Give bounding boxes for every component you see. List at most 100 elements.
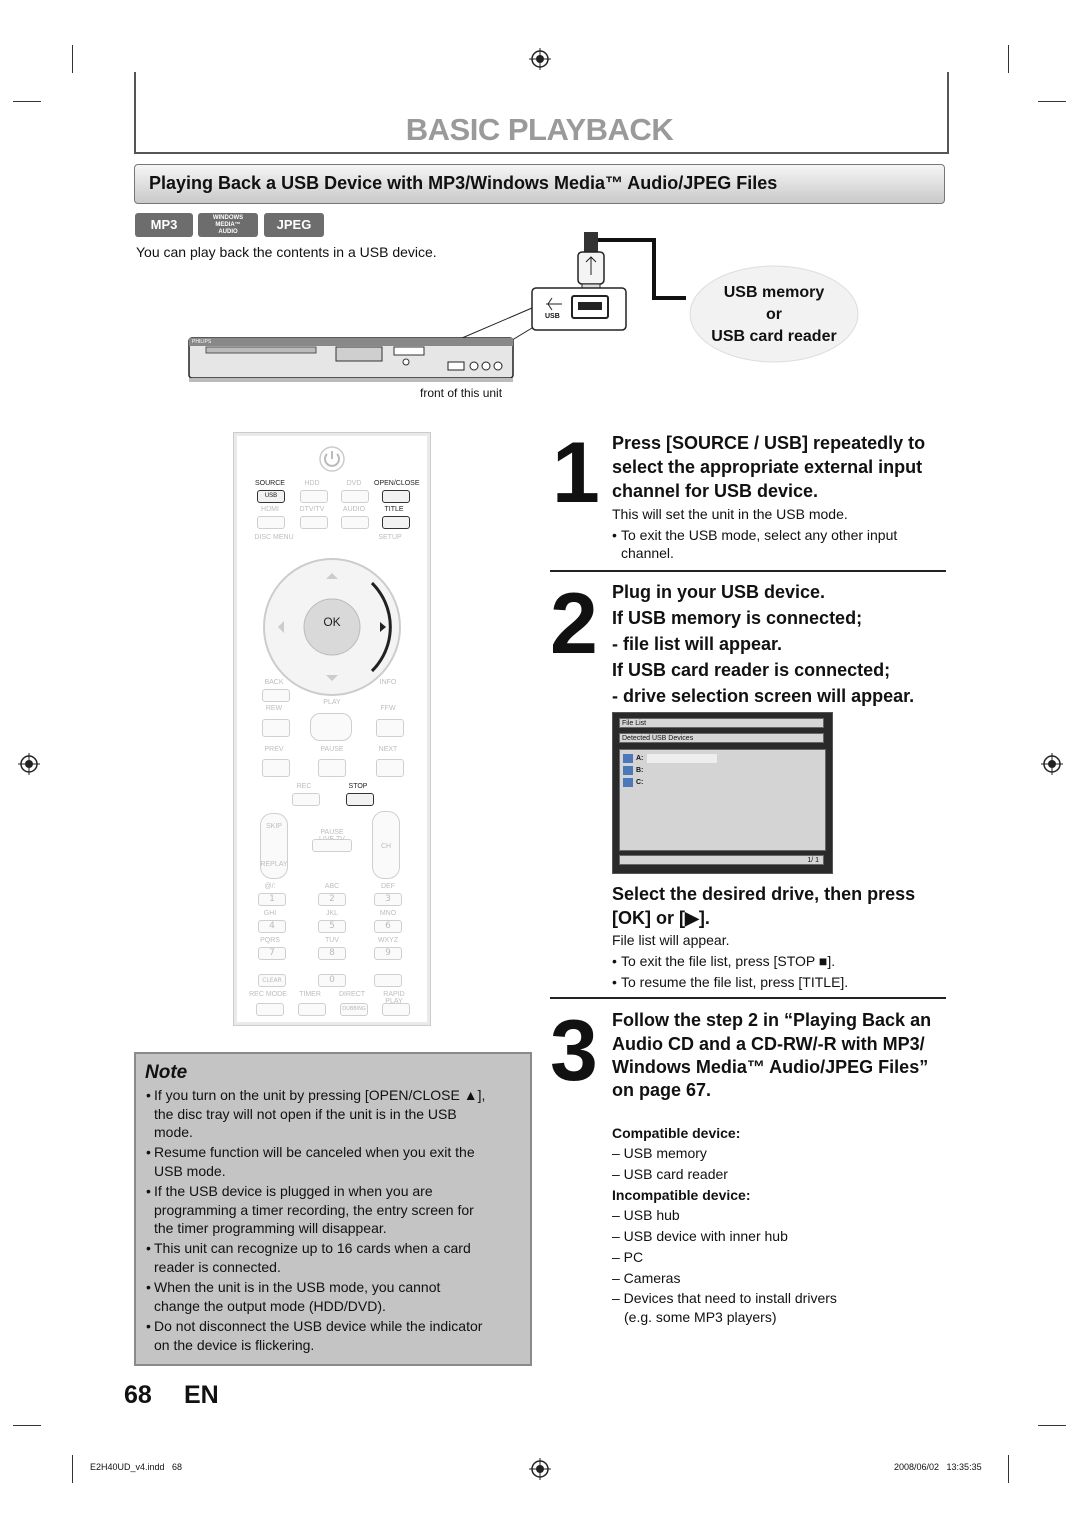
dot-button: [374, 974, 402, 987]
section-banner: Playing Back a USB Device with MP3/Windo…: [134, 164, 945, 204]
number-key: 2: [318, 893, 346, 906]
note-line: If the USB device is plugged in when you…: [154, 1183, 433, 1199]
dubbing-button: DUBBING: [340, 1003, 368, 1016]
drive-label: B:: [636, 767, 644, 774]
drive-label: A:: [636, 755, 644, 762]
note-bullet: •: [146, 1144, 151, 1160]
rec-mode-button: [256, 1003, 284, 1016]
open-close-button: [382, 490, 410, 503]
drive-selection-screen: File List Detected USB Devices A: B: C: …: [612, 712, 833, 874]
remote-rec-mode-label: REC MODE: [249, 991, 287, 998]
note-box: [134, 1052, 532, 1366]
channel-button: [372, 811, 400, 879]
wma-badge-line: WINDOWS: [212, 215, 244, 221]
note-line: change the output mode (HDD/DVD).: [154, 1297, 386, 1314]
step-2-bullet-text: To exit the file list, press [STOP ■].: [621, 953, 836, 969]
remote-key-label: PQRS: [260, 937, 280, 944]
audio-button: [341, 516, 369, 529]
registration-mark-icon: [18, 753, 40, 775]
crop-mark: [1008, 1455, 1009, 1483]
step-3-heading: Windows Media™ Audio/JPEG Files”: [612, 1057, 929, 1077]
remote-key-label: DEF: [381, 883, 395, 890]
skip-replay-button: [260, 813, 288, 879]
remote-dvd-label: DVD: [346, 480, 362, 487]
drive-item: B:: [623, 766, 717, 776]
number-key: 3: [374, 893, 402, 906]
note-line: on the device is flickering.: [154, 1336, 315, 1353]
wma-badge-line: MEDIA™: [215, 222, 241, 228]
compatible-title: Compatible device:: [612, 1125, 741, 1141]
rec-button: [292, 793, 320, 806]
step-3-heading: Follow the step 2 in “Playing Back an: [612, 1010, 932, 1030]
ffw-button: [376, 719, 404, 737]
note-bullet: •: [146, 1240, 151, 1256]
step-3-heading: Audio CD and a CD-RW/-R with MP3/: [612, 1034, 925, 1054]
remote-timer-label: TIMER: [299, 991, 321, 998]
number-key: 5: [318, 920, 346, 933]
remote-rew-label: REW: [265, 705, 283, 712]
source-usb-button: USB: [257, 490, 285, 503]
remote-key-label: GHI: [263, 910, 277, 917]
incompatible-item: – USB device with inner hub: [612, 1228, 788, 1244]
number-key: 1: [258, 893, 286, 906]
crop-mark: [1008, 45, 1009, 73]
rapid-play-button: [382, 1003, 410, 1016]
incompatible-item: – PC: [612, 1249, 644, 1265]
wma-badge-line: AUDIO: [218, 229, 238, 235]
compatible-item: – USB card reader: [612, 1166, 728, 1182]
number-key: 6: [374, 920, 402, 933]
remote-replay-label: REPLAY: [260, 861, 288, 868]
stop-button: [346, 793, 374, 806]
remote-key-label: JKL: [325, 910, 339, 917]
remote-ch-label: CH: [380, 843, 392, 850]
registration-mark-icon: [529, 1458, 551, 1480]
rew-button: [262, 719, 290, 737]
clear-button: CLEAR: [258, 974, 286, 987]
incompatible-item: – Devices that need to install drivers: [612, 1290, 837, 1306]
step-2-heading: - file list will appear.: [612, 634, 783, 654]
step-2-heading: Plug in your USB device.: [612, 582, 826, 602]
remote-ok-label: OK: [323, 615, 341, 629]
note-item: • If the USB device is plugged in when y…: [146, 1182, 522, 1238]
drive-icon: [623, 754, 633, 763]
note-bullet: •: [146, 1087, 151, 1103]
step-separator: [550, 997, 946, 999]
note-bullet: •: [146, 1183, 151, 1199]
step-2-text: File list will appear.: [612, 932, 730, 948]
next-button: [376, 759, 404, 777]
note-item: • Resume function will be canceled when …: [146, 1143, 522, 1180]
jpeg-badge: JPEG: [264, 213, 324, 237]
remote-key-label: ABC: [324, 883, 340, 890]
incompatible-item-extra: (e.g. some MP3 players): [624, 1309, 777, 1325]
title-button: [382, 516, 410, 529]
note-line: USB mode.: [154, 1162, 226, 1179]
note-title: Note: [145, 1062, 188, 1083]
drive-item: C:: [623, 778, 717, 788]
note-line: If you turn on the unit by pressing [OPE…: [154, 1087, 486, 1103]
remote-title-label: TITLE: [384, 506, 404, 513]
remote-rec-label: REC: [296, 783, 312, 790]
remote-key-label: WXYZ: [377, 937, 399, 944]
drive-highlight: [647, 754, 717, 763]
step-2-heading: If USB card reader is connected;: [612, 660, 891, 680]
drive-icon: [623, 766, 633, 775]
note-line: When the unit is in the USB mode, you ca…: [154, 1279, 441, 1295]
remote-skip-label: SKIP: [266, 823, 282, 830]
crop-mark: [13, 101, 41, 102]
note-line: the timer programming will disappear.: [154, 1220, 387, 1236]
remote-key-label: @/:: [264, 883, 276, 890]
remote-ffw-label: FFW: [380, 705, 396, 712]
page-title: BASIC PLAYBACK: [405, 112, 674, 147]
registration-mark-icon: [529, 48, 551, 70]
screen-subtitle-bar: Detected USB Devices: [619, 733, 824, 743]
footer-date: 2008/06/02 13:35:35: [894, 1462, 982, 1472]
device-brand: PHILIPS: [192, 339, 212, 345]
remote-audio-label: AUDIO: [342, 506, 366, 513]
note-bullet: •: [146, 1279, 151, 1295]
note-line: reader is connected.: [154, 1258, 281, 1275]
remote-back-label: BACK: [264, 679, 284, 686]
remote-open-close-label: OPEN/CLOSE: [374, 480, 420, 487]
device-diagram: [188, 232, 859, 382]
back-button: [262, 689, 290, 702]
incompatible-item: – Cameras: [612, 1270, 681, 1286]
